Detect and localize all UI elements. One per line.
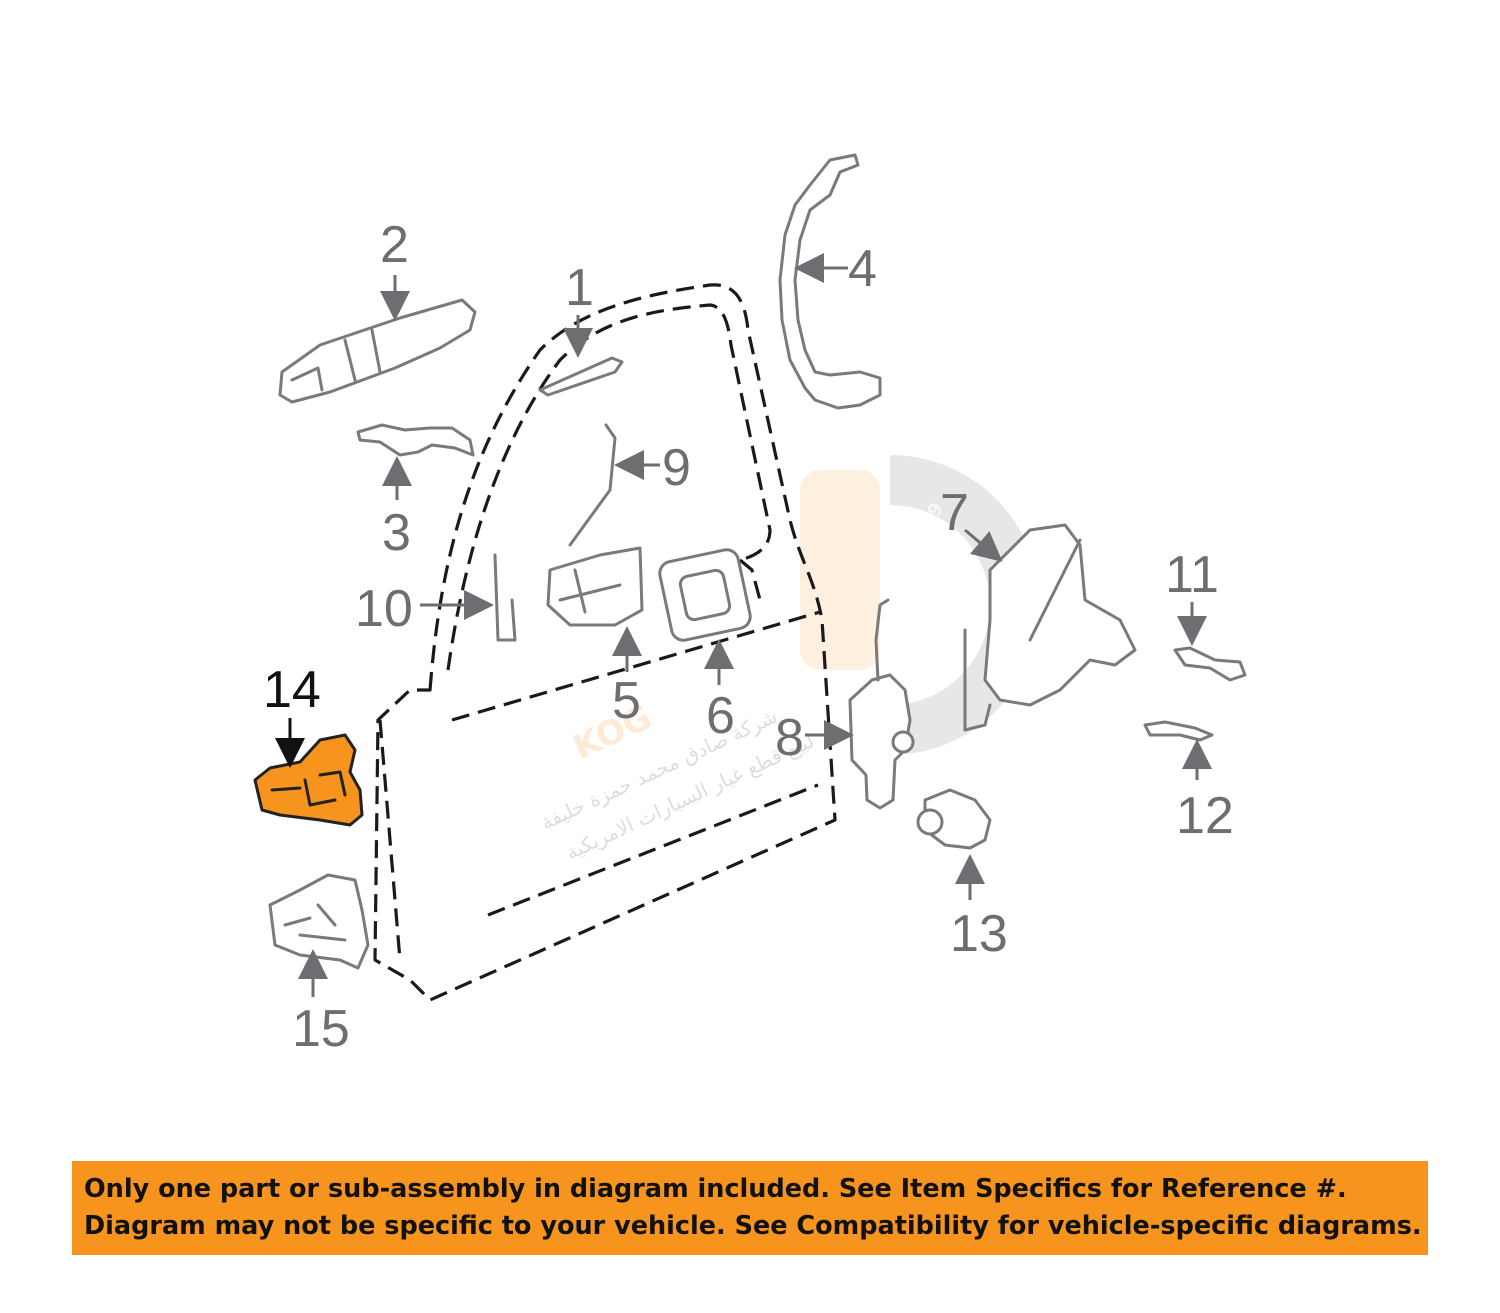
- part-5-inside-handle: [546, 546, 644, 672]
- callout-14: 14: [263, 661, 321, 719]
- part-14-upper-hinge: [253, 718, 364, 827]
- callout-4: 4: [848, 240, 877, 298]
- part-2-outside-handle: [278, 275, 477, 404]
- callout-5: 5: [612, 672, 641, 730]
- callout-labels: 1 2 3 4 5 6 7 8 9 10 11 12 13 14 15: [263, 216, 1234, 1058]
- callout-11: 11: [1165, 546, 1219, 604]
- part-11-clip: [1173, 602, 1247, 682]
- part-10-rod: [420, 553, 517, 642]
- door-outline: [373, 283, 837, 1002]
- part-3-lock-cylinder: [356, 423, 475, 500]
- callout-7: 7: [940, 484, 969, 542]
- callout-8: 8: [775, 709, 804, 767]
- disclaimer-line-1: Only one part or sub-assembly in diagram…: [84, 1174, 1347, 1204]
- part-4-cable: [778, 153, 882, 410]
- part-7-latch: [963, 523, 1137, 732]
- callout-15: 15: [292, 1000, 350, 1058]
- callout-9: 9: [662, 439, 691, 497]
- callout-3: 3: [382, 504, 411, 562]
- part-13-bushing: [916, 788, 992, 900]
- callout-13: 13: [950, 905, 1008, 963]
- disclaimer-banner: Only one part or sub-assembly in diagram…: [72, 1161, 1428, 1255]
- callout-12: 12: [1176, 787, 1234, 845]
- disclaimer-line-2: Diagram may not be specific to your vehi…: [84, 1211, 1422, 1241]
- callout-10: 10: [355, 580, 413, 638]
- part-1-trim: [538, 315, 624, 397]
- callout-1: 1: [565, 259, 594, 317]
- callout-2: 2: [380, 216, 409, 274]
- part-6-bezel: [658, 548, 752, 685]
- part-9-rod: [568, 423, 660, 547]
- part-8-actuator: [805, 598, 915, 810]
- part-12-clip: [1143, 720, 1214, 780]
- callout-6: 6: [706, 687, 735, 745]
- part-15-lower-hinge: [268, 873, 370, 997]
